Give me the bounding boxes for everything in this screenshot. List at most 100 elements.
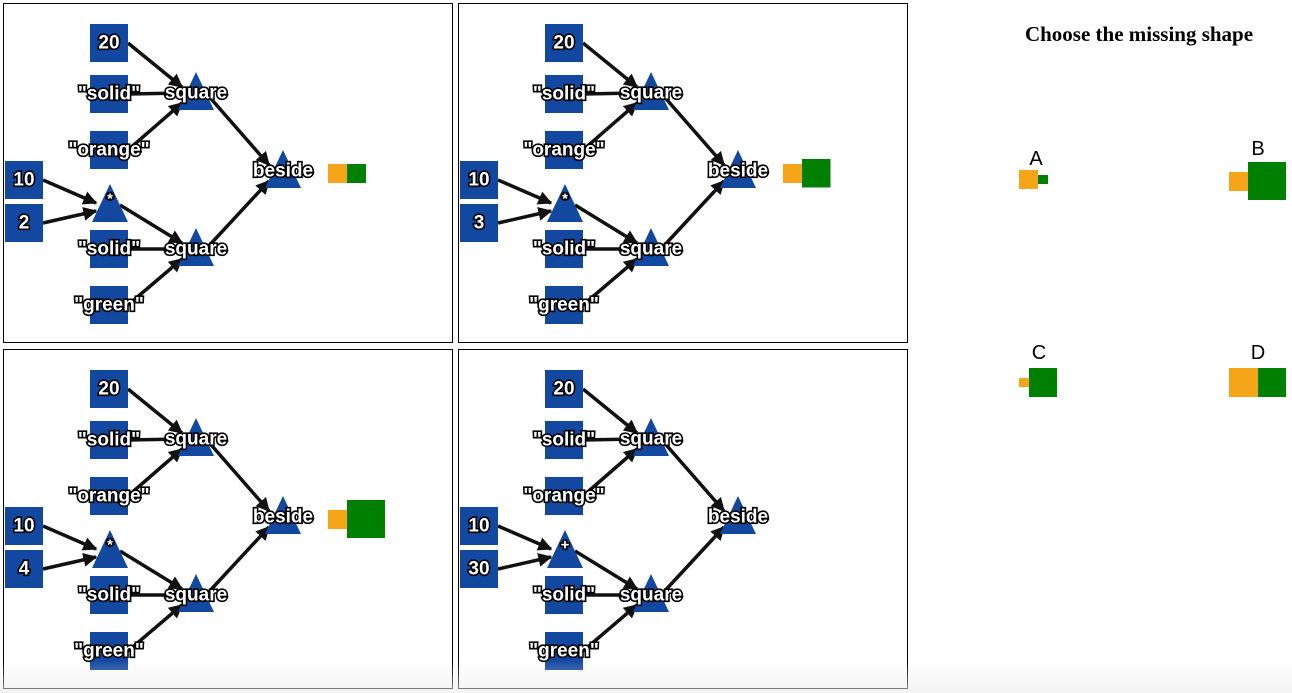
svg-text:+: + xyxy=(561,537,570,554)
string-node-solid-bottom: "solid" xyxy=(531,230,597,268)
number-node-size: 20 xyxy=(90,370,128,408)
string-node-color-bottom: "green" xyxy=(528,632,600,670)
number-node-a: 10 xyxy=(460,507,498,545)
choice-green-square xyxy=(1028,368,1057,397)
string-node-color-bottom: "green" xyxy=(73,632,145,670)
string-node-color-bottom: "green" xyxy=(528,286,600,324)
svg-text:"green": "green" xyxy=(74,295,144,316)
edge-fn1-comb xyxy=(204,437,271,513)
svg-text:20: 20 xyxy=(98,379,119,400)
svg-text:"solid": "solid" xyxy=(533,585,595,606)
choice-b[interactable]: B xyxy=(1228,138,1292,208)
number-node-b: 4 xyxy=(5,550,43,588)
edge-size-fn1 xyxy=(126,41,184,89)
edge-op-fn2 xyxy=(119,203,184,245)
diagram-panel-4: 20 "solid" "orange" square 10 30 + "solid" "gree… xyxy=(458,349,908,689)
svg-text:"green": "green" xyxy=(74,641,144,662)
diagram-svg: 20"solid""orange"square104*"solid""green… xyxy=(5,370,385,670)
svg-text:beside: beside xyxy=(253,161,313,182)
edge-color1-fn1 xyxy=(581,447,639,498)
choice-a-letter: A xyxy=(1029,148,1043,170)
svg-text:square: square xyxy=(620,239,682,260)
svg-text:"solid": "solid" xyxy=(78,239,140,260)
svg-text:"orange": "orange" xyxy=(523,140,604,161)
string-node-color-top: "orange" xyxy=(67,131,151,169)
svg-text:"solid": "solid" xyxy=(78,585,140,606)
choice-d[interactable]: D xyxy=(1228,342,1292,402)
svg-text:"green": "green" xyxy=(529,295,599,316)
svg-text:"green": "green" xyxy=(529,641,599,662)
function-node-beside: beside xyxy=(706,150,770,188)
function-node-square-bottom: square xyxy=(163,574,229,612)
number-node-size: 20 xyxy=(545,370,583,408)
result-image xyxy=(328,500,385,538)
edges xyxy=(497,41,726,307)
svg-text:"orange": "orange" xyxy=(523,486,604,507)
function-node-square-top: square xyxy=(163,418,229,456)
operator-node: + xyxy=(547,530,583,568)
edge-b-op xyxy=(497,206,553,225)
choice-a[interactable]: A xyxy=(1016,148,1056,208)
edges xyxy=(497,387,726,653)
function-node-square-bottom: square xyxy=(618,228,684,266)
svg-text:4: 4 xyxy=(19,559,30,580)
result-image xyxy=(783,159,831,188)
edge-fn1-comb xyxy=(659,437,726,513)
string-node-color-bottom: "green" xyxy=(73,286,145,324)
edge-a-op xyxy=(42,178,98,205)
svg-text:30: 30 xyxy=(468,559,489,580)
diagram-svg: 20"solid""orange"square102*"solid""green… xyxy=(5,24,366,324)
number-node-b: 2 xyxy=(5,204,43,242)
edge-color2-fn2 xyxy=(581,257,639,307)
svg-text:beside: beside xyxy=(253,507,313,528)
number-node-a: 10 xyxy=(5,161,43,199)
choice-b-letter: B xyxy=(1251,138,1265,160)
operator-node: * xyxy=(92,184,128,222)
svg-text:"solid": "solid" xyxy=(78,430,140,451)
edge-op-fn2 xyxy=(574,549,639,591)
function-node-square-top: square xyxy=(618,418,684,456)
function-node-beside: beside xyxy=(706,496,770,534)
operator-node: * xyxy=(547,184,583,222)
svg-text:square: square xyxy=(620,83,682,104)
edge-solid1-fn1 xyxy=(127,86,184,101)
choice-c-shape xyxy=(1019,368,1069,398)
edge-solid1-fn1 xyxy=(582,432,639,447)
string-node-solid-bottom: "solid" xyxy=(76,576,142,614)
choice-orange-square xyxy=(1019,170,1038,189)
choice-b-shape xyxy=(1229,162,1292,202)
edge-b-op xyxy=(497,552,553,571)
svg-text:beside: beside xyxy=(708,507,768,528)
edge-b-op xyxy=(42,206,98,225)
string-node-solid-bottom: "solid" xyxy=(531,576,597,614)
diagram-svg: 20"solid""orange"square103*"solid""green… xyxy=(460,24,831,324)
function-node-square-bottom: square xyxy=(618,574,684,612)
edge-color1-fn1 xyxy=(126,101,184,152)
svg-text:20: 20 xyxy=(553,379,574,400)
svg-text:"orange": "orange" xyxy=(68,140,149,161)
string-node-color-top: "orange" xyxy=(522,477,606,515)
edge-fn2-comb xyxy=(204,525,271,597)
svg-text:10: 10 xyxy=(468,170,489,191)
svg-text:3: 3 xyxy=(474,213,485,234)
string-node-solid: "solid" xyxy=(531,421,597,459)
string-node-solid: "solid" xyxy=(531,75,597,113)
edge-color2-fn2 xyxy=(581,603,639,653)
svg-text:square: square xyxy=(165,585,227,606)
svg-text:2: 2 xyxy=(19,213,30,234)
result-green-square xyxy=(347,164,366,183)
choice-c[interactable]: C xyxy=(1017,342,1067,402)
svg-text:square: square xyxy=(620,585,682,606)
choice-green-square xyxy=(1038,174,1048,185)
edge-fn2-comb xyxy=(659,179,726,251)
choice-d-letter: D xyxy=(1250,342,1266,364)
number-node-b: 3 xyxy=(460,204,498,242)
function-node-square-top: square xyxy=(163,72,229,110)
choice-green-square xyxy=(1257,368,1286,397)
result-orange-square xyxy=(783,164,802,183)
edge-color1-fn1 xyxy=(581,101,639,152)
edge-color2-fn2 xyxy=(126,257,184,307)
svg-text:"solid": "solid" xyxy=(533,239,595,260)
number-node-a: 10 xyxy=(5,507,43,545)
